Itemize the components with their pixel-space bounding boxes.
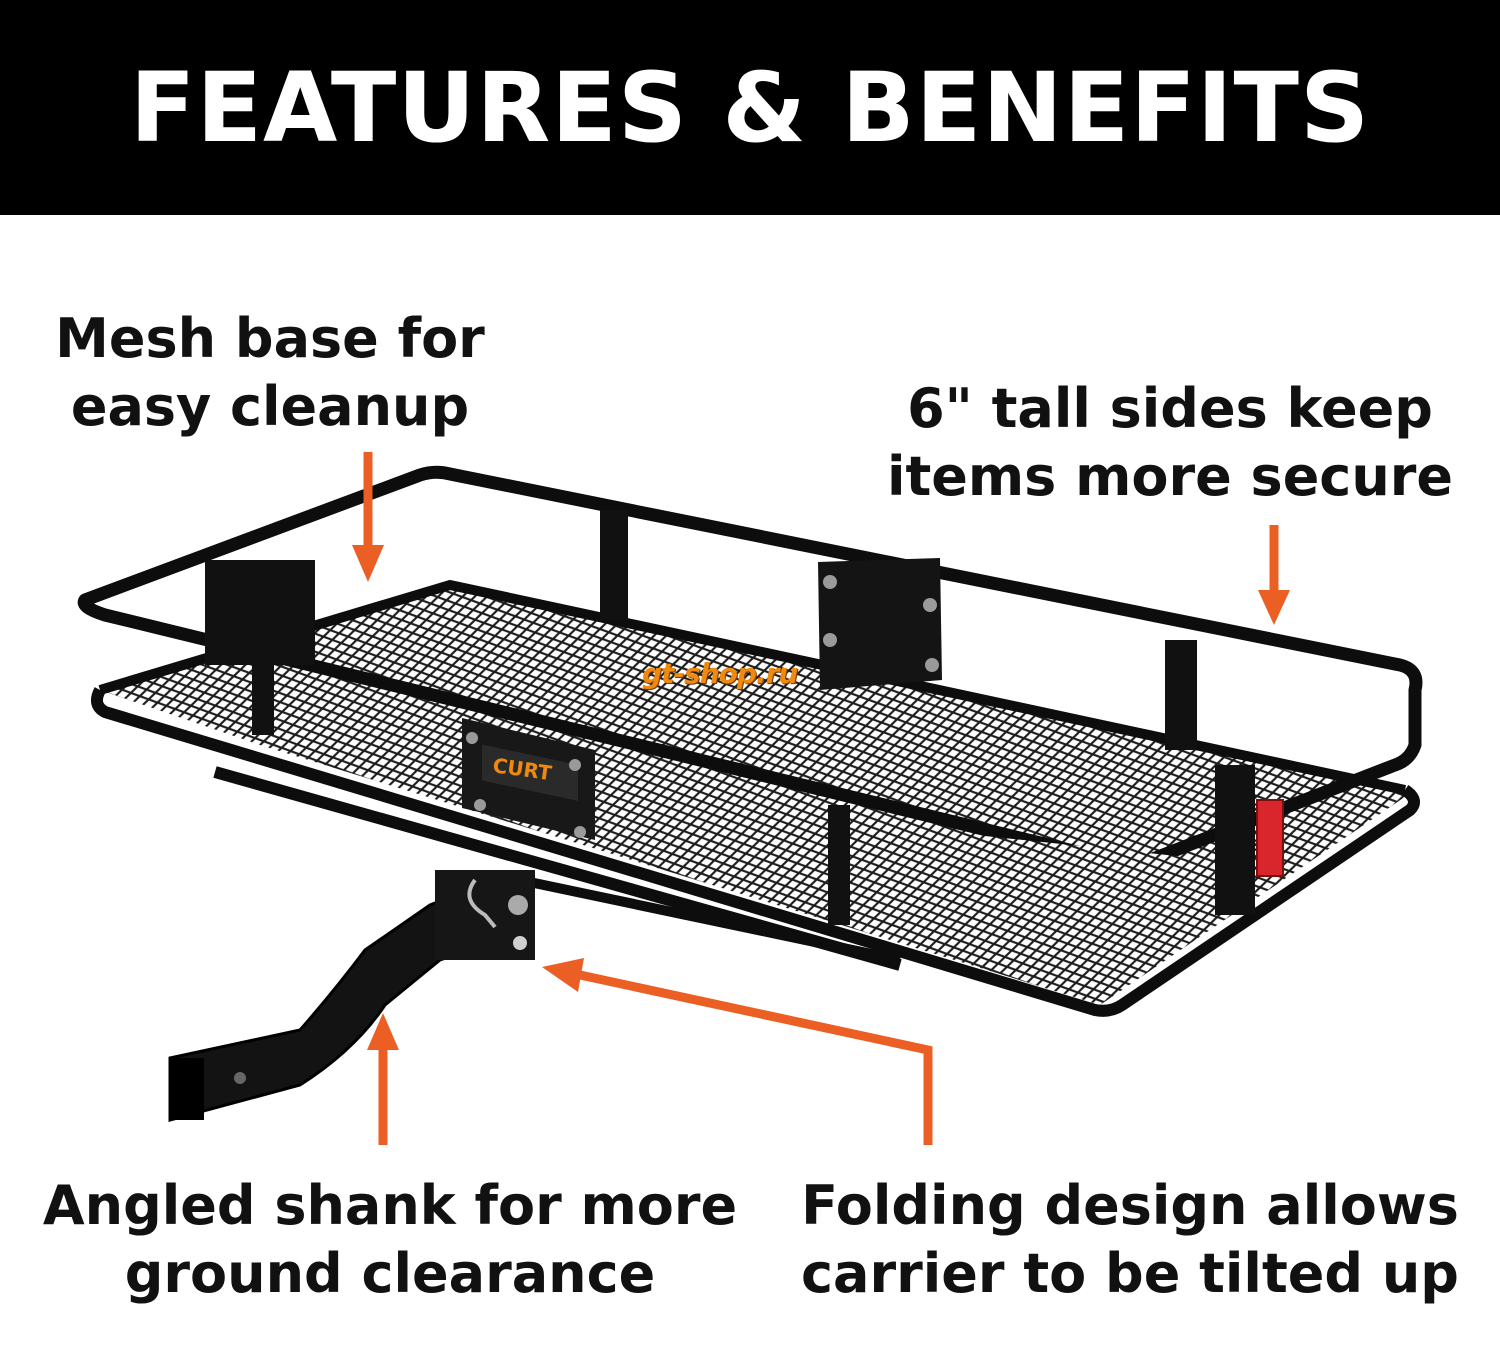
arrow-fold-icon — [542, 958, 933, 1145]
callout-line: 6" tall sides keep — [907, 377, 1433, 440]
callout-line: Folding design allows — [801, 1174, 1459, 1237]
callout-line: ground clearance — [124, 1242, 656, 1305]
arrow-sides-icon — [1258, 525, 1290, 625]
callout-line: Mesh base for — [55, 307, 485, 370]
upper-rail — [77, 465, 1423, 870]
deck-frame — [90, 687, 1420, 1017]
callout-tall-sides: 6" tall sides keep items more secure — [880, 375, 1460, 511]
callout-line: easy cleanup — [70, 375, 470, 438]
callout-mesh-base: Mesh base for easy cleanup — [40, 305, 500, 441]
reflector — [1256, 799, 1284, 877]
arrow-shank-icon — [367, 1013, 399, 1145]
arrow-mesh-icon — [352, 452, 384, 582]
callout-angled-shank: Angled shank for more ground clearance — [40, 1172, 740, 1308]
folding-mount-plate — [818, 558, 942, 690]
callout-folding-design: Folding design allows carrier to be tilt… — [800, 1172, 1460, 1308]
callout-line: Angled shank for more — [42, 1174, 738, 1237]
callout-line: items more secure — [886, 445, 1454, 508]
header-banner: FEATURES & BENEFITS — [0, 0, 1500, 215]
watermark: gt-shop.ru — [642, 657, 798, 690]
page-title: FEATURES & BENEFITS — [129, 51, 1371, 164]
callout-line: carrier to be tilted up — [801, 1242, 1459, 1305]
